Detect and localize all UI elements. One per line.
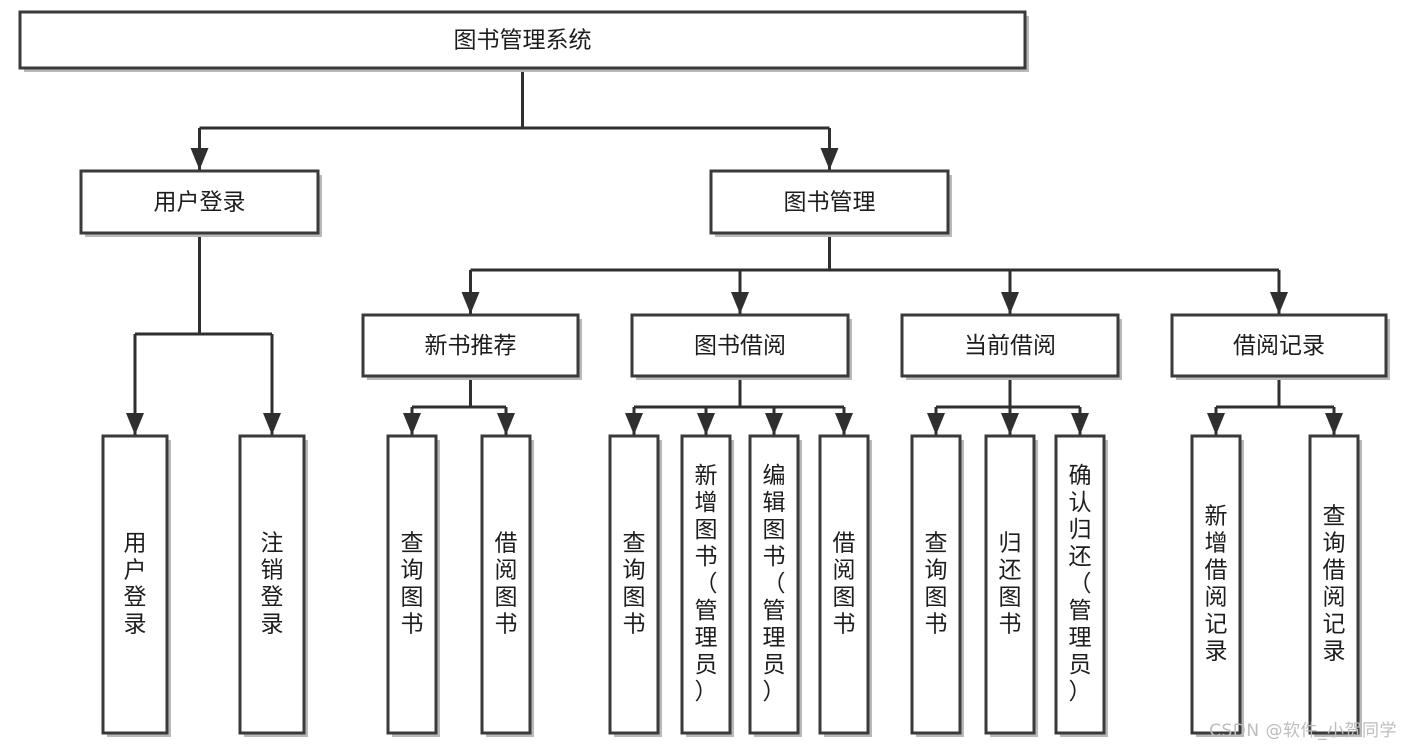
arrow-head-icon — [835, 413, 853, 435]
node-leaf-borrow-book-2[interactable]: 借阅图书 — [818, 434, 872, 737]
node-label: 新书推荐 — [425, 333, 517, 359]
node-leaf-query-book-2[interactable]: 查询图书 — [608, 434, 662, 737]
node-box — [984, 434, 1036, 735]
arrow-head-icon — [403, 413, 421, 435]
arrow-head-icon — [1207, 413, 1225, 435]
node-label: 借阅图书 — [495, 531, 518, 638]
node-label: 查询图书 — [401, 531, 424, 638]
node-new-book-recommend[interactable]: 新书推荐 — [361, 313, 582, 380]
arrow-head-icon — [126, 413, 144, 435]
node-current-borrow[interactable]: 当前借阅 — [900, 313, 1122, 380]
node-leaf-borrow-book-1[interactable]: 借阅图书 — [480, 434, 534, 737]
arrow-head-icon — [1325, 413, 1343, 435]
arrow-head-icon — [190, 148, 209, 170]
node-box — [680, 434, 732, 735]
node-box — [386, 434, 438, 735]
arrow-head-icon — [1270, 292, 1288, 314]
node-label: 归还图书 — [999, 531, 1022, 638]
arrow-head-icon — [1071, 413, 1089, 435]
node-label: 用户登录 — [154, 190, 246, 216]
node-box — [630, 313, 850, 378]
node-label: 新增图书（管理员） — [695, 463, 718, 705]
node-label: 借阅记录 — [1233, 333, 1325, 359]
arrow-head-icon — [1001, 413, 1019, 435]
arrow-head-icon — [461, 292, 480, 314]
node-leaf-query-book-3[interactable]: 查询图书 — [910, 434, 964, 737]
node-book-borrow[interactable]: 图书借阅 — [630, 313, 852, 380]
node-label: 确认归还（管理员） — [1069, 463, 1092, 705]
node-user-login[interactable]: 用户登录 — [79, 169, 322, 237]
node-box — [101, 434, 169, 735]
node-leaf-confirm-return[interactable]: 确认归还（管理员） — [1054, 434, 1108, 737]
node-box — [748, 434, 800, 735]
arrow-head-icon — [731, 292, 749, 314]
node-layer: 图书管理系统用户登录图书管理用户登录注销登录新书推荐图书借阅当前借阅借阅记录查询… — [18, 10, 1390, 737]
node-leaf-return-book[interactable]: 归还图书 — [984, 434, 1038, 737]
node-label: 查询图书 — [623, 531, 646, 638]
node-box — [1190, 434, 1242, 735]
node-box — [608, 434, 660, 735]
node-borrow-record[interactable]: 借阅记录 — [1170, 313, 1390, 380]
connector-layer — [126, 68, 1343, 435]
node-box — [709, 169, 950, 235]
arrow-head-icon — [1001, 292, 1019, 314]
node-label: 图书管理系统 — [454, 28, 592, 54]
node-leaf-user-logout[interactable]: 注销登录 — [238, 434, 308, 737]
node-box — [18, 10, 1027, 70]
node-root[interactable]: 图书管理系统 — [18, 10, 1029, 72]
node-label: 查询图书 — [925, 531, 948, 638]
node-leaf-user-login[interactable]: 用户登录 — [101, 434, 171, 737]
node-leaf-add-record[interactable]: 新增借阅记录 — [1190, 434, 1244, 737]
node-box — [1170, 313, 1388, 378]
node-label: 当前借阅 — [964, 333, 1056, 359]
arrow-head-icon — [927, 413, 945, 435]
node-label: 新增借阅记录 — [1205, 504, 1228, 665]
node-leaf-query-record[interactable]: 查询借阅记录 — [1308, 434, 1362, 737]
node-label: 注销登录 — [261, 531, 284, 638]
node-label: 编辑图书（管理员） — [763, 463, 786, 705]
arrow-head-icon — [625, 413, 643, 435]
node-box — [818, 434, 870, 735]
node-label: 用户登录 — [124, 531, 147, 638]
node-box — [79, 169, 320, 235]
arrow-head-icon — [765, 413, 783, 435]
node-label: 图书借阅 — [694, 333, 786, 359]
node-label: 查询借阅记录 — [1323, 504, 1346, 665]
node-box — [361, 313, 580, 378]
node-box — [910, 434, 962, 735]
node-box — [1054, 434, 1106, 735]
arrow-head-icon — [820, 148, 839, 170]
node-leaf-query-book-1[interactable]: 查询图书 — [386, 434, 440, 737]
node-leaf-edit-book[interactable]: 编辑图书（管理员） — [748, 434, 802, 737]
arrow-head-icon — [697, 413, 715, 435]
node-box — [1308, 434, 1360, 735]
node-label: 图书管理 — [784, 190, 876, 216]
arrow-head-icon — [497, 413, 515, 435]
node-box — [900, 313, 1120, 378]
watermark-label: CSDN @软件_小贺同学 — [1209, 721, 1397, 741]
node-box — [238, 434, 306, 735]
node-leaf-add-book[interactable]: 新增图书（管理员） — [680, 434, 734, 737]
node-box — [480, 434, 532, 735]
arrow-head-icon — [263, 413, 281, 435]
node-label: 借阅图书 — [833, 531, 856, 638]
node-book-manage[interactable]: 图书管理 — [709, 169, 952, 237]
